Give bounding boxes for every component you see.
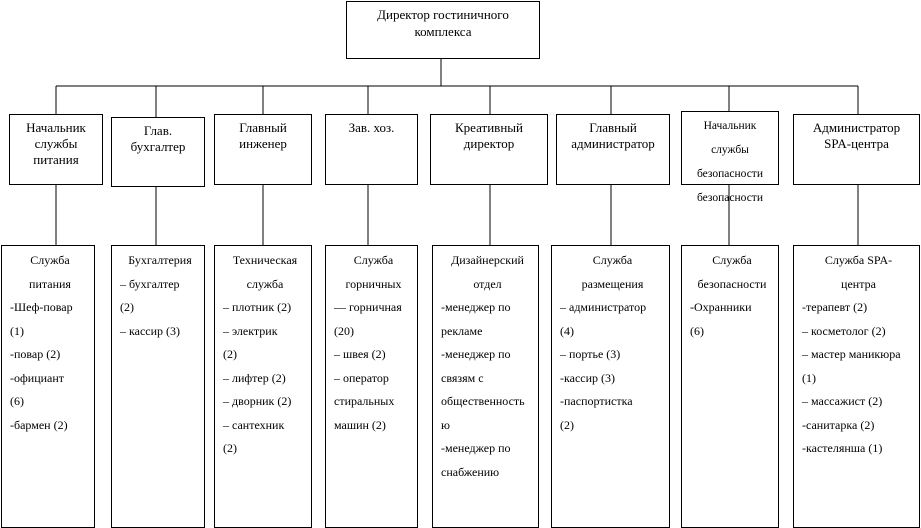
dept-item: – дворник (2) <box>223 394 292 408</box>
dept-item: -менеджер по связям с общественность ю <box>441 347 525 432</box>
dept-item: -паспортистка (2) <box>560 394 633 432</box>
head-label: Креативный директор <box>455 120 523 151</box>
dept-title: Служба SPA- центра <box>824 253 893 291</box>
dept-item: -терапевт (2) <box>802 300 868 314</box>
dept-title: Техническая служба <box>232 253 298 291</box>
head-box-creative: Креативный директор <box>430 114 548 185</box>
dept-title: Дизайнерский отдел <box>451 253 524 291</box>
dept-item: – бухгалтер (2) <box>120 276 180 315</box>
dept-item: -менеджер по рекламе <box>441 300 511 338</box>
dept-item: – портье (3) -кассир (3) <box>560 347 621 385</box>
head-box-spa: Администратор SPA-центра <box>793 114 920 185</box>
dept-item: -бармен (2) <box>10 417 68 432</box>
dept-item: — горничная (20) <box>334 300 402 338</box>
head-label: Зав. хоз. <box>348 120 395 135</box>
dept-item: – массажист (2) <box>802 394 883 408</box>
dept-item: -Шеф-повар (1) <box>10 300 73 338</box>
director-label: Директор гостиничного комплекса <box>377 7 509 39</box>
dept-item: – лифтер (2) <box>223 370 286 385</box>
dept-title: Служба питания <box>29 253 71 291</box>
dept-box-catering: Служба питания -Шеф-повар (1) -повар (2)… <box>1 245 95 528</box>
head-label: Главный инженер <box>239 120 287 151</box>
dept-item: – плотник (2) <box>223 300 292 314</box>
head-label: Главный администратор <box>571 120 655 151</box>
dept-box-design: Дизайнерский отдел -менеджер по рекламе … <box>432 245 539 528</box>
dept-item: – кассир (3) <box>120 323 181 338</box>
head-box-security: Начальник службы безопасности безопаснос… <box>681 111 779 204</box>
head-label: Начальник службы питания <box>26 120 86 167</box>
dept-box-maids: Служба горничных — горничная (20) – швея… <box>325 245 418 528</box>
dept-item: – сантехник (2) <box>223 417 285 456</box>
head-box-accountant: Глав. бухгалтер <box>111 117 205 187</box>
head-box-engineer: Главный инженер <box>214 114 312 185</box>
dept-item: – электрик (2) <box>223 323 278 362</box>
dept-title: Служба безопасности <box>697 253 767 291</box>
dept-box-technical: Техническая служба – плотник (2) – элект… <box>214 245 312 528</box>
dept-item: -Охранники (6) <box>690 300 752 338</box>
dept-title: Бухгалтерия <box>128 253 192 267</box>
head-box-housekeeping: Зав. хоз. <box>325 114 418 185</box>
dept-item: -официант (6) <box>10 370 65 409</box>
dept-box-spa: Служба SPA- центра -терапевт (2) – косме… <box>793 245 920 528</box>
dept-item: – оператор стиральных машин (2) <box>334 370 395 432</box>
head-label: Глав. бухгалтер <box>130 123 186 154</box>
head-box-administrator: Главный администратор <box>556 114 670 185</box>
dept-title: Служба размещения <box>581 253 644 291</box>
dept-item: – администратор (4) <box>560 300 647 338</box>
head-box-catering: Начальник службы питания <box>9 114 103 185</box>
dept-title: Служба горничных <box>345 253 402 291</box>
dept-item: -санитарка (2) <box>802 417 875 432</box>
dept-item: – швея (2) <box>334 347 386 361</box>
dept-box-security: Служба безопасности -Охранники (6) <box>681 245 779 528</box>
dept-box-accommodation: Служба размещения – администратор (4) – … <box>551 245 670 528</box>
dept-item: -менеджер по снабжению <box>441 441 511 479</box>
director-box: Директор гостиничного комплекса <box>346 1 540 59</box>
head-label: Начальник службы безопасности безопаснос… <box>696 120 763 204</box>
dept-item: -кастелянша (1) <box>802 441 883 455</box>
dept-box-accounting: Бухгалтерия – бухгалтер (2) – кассир (3) <box>111 245 205 528</box>
dept-item: – мастер маникюра (1) <box>802 347 901 385</box>
dept-item: – косметолог (2) <box>802 323 886 338</box>
head-label: Администратор SPA-центра <box>812 120 901 151</box>
dept-item: -повар (2) <box>10 347 61 361</box>
